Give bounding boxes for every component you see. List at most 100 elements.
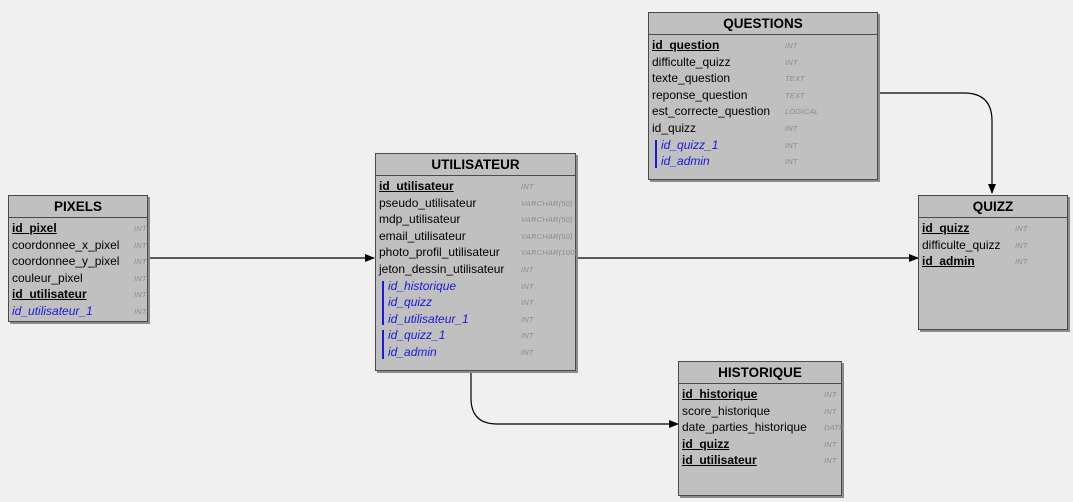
field-row[interactable]: date_parties_historique DATE [682,419,844,436]
field-row[interactable]: id_utilisateur INT [12,286,147,303]
field-name: id_question [652,38,720,52]
field-name: id_historique [682,387,758,401]
field-type: INT [134,306,147,316]
field-type: INT [134,240,147,250]
field-row[interactable]: id_quizz INT [379,294,573,311]
field-row[interactable]: est_correcte_question LOGICAL [652,103,875,120]
field-row[interactable]: difficulte_quizz INT [922,237,1065,254]
field-type: INT [824,456,837,466]
field-row[interactable]: coordonnee_y_pixel INT [12,253,147,270]
field-type: INT [824,406,837,416]
field-name: id_utilisateur [682,453,757,468]
field-name: coordonnee_y_pixel [12,254,120,269]
field-type: INT [785,41,798,50]
field-name: couleur_pixel [12,270,83,285]
relation-utilisateur-historique[interactable] [470,371,679,428]
relation-questions-quizz[interactable] [878,92,996,194]
field-name: difficulte_quizz [922,237,1001,252]
field-name: date_parties_historique [682,420,807,435]
field-name: est_correcte_question [652,104,771,119]
field-row[interactable]: id_utilisateur_1 INT [12,303,147,320]
field-name: email_utilisateur [379,228,466,243]
field-name: id_pixel [12,221,57,235]
field-name: jeton_dessin_utilisateur [379,261,505,276]
field-type: INT [521,298,534,308]
field-type: VARCHAR(50) [521,231,573,241]
field-type: INT [521,331,534,341]
field-row[interactable]: reponse_question TEXT [652,87,875,104]
field-name: mdp_utilisateur [379,212,461,227]
field-name: id_quizz [388,295,433,310]
field-row[interactable]: id_utilisateur INT [682,452,839,469]
field-name: id_quizz [922,221,970,235]
field-row[interactable]: mdp_utilisateur VARCHAR(50) [379,211,573,228]
field-type: INT [1015,240,1028,250]
field-row[interactable]: jeton_dessin_utilisateur INT [379,261,573,278]
field-row[interactable]: id_historique INT [682,386,839,403]
field-type: INT [1015,257,1028,267]
field-name: id_utilisateur [12,287,87,302]
field-type: DATE [824,423,845,433]
field-type: INT [521,182,534,191]
field-row[interactable]: id_question INT [652,37,875,54]
field-type: INT [134,257,147,267]
entity-questions[interactable]: QUESTIONS id_question INT difficulte_quizz… [648,12,878,180]
entity-title: PIXELS [9,196,147,218]
field-type: TEXT [785,90,805,100]
field-name: id_utilisateur [379,179,454,193]
field-row[interactable]: photo_profil_utilisateur VARCHAR(100) [379,244,577,261]
field-type: LOGICAL [785,107,819,117]
field-name: coordonnee_x_pixel [12,237,120,252]
field-name: score_historique [682,403,771,418]
field-name: pseudo_utilisateur [379,195,477,210]
entity-title: QUIZZ [919,196,1067,218]
field-row[interactable]: email_utilisateur VARCHAR(50) [379,228,573,245]
field-type: INT [824,390,837,399]
field-row[interactable]: id_utilisateur INT [379,178,573,195]
field-name: difficulte_quizz [652,54,731,69]
field-row[interactable]: coordonnee_x_pixel INT [12,237,147,254]
field-row[interactable]: id_pixel INT [12,220,147,237]
field-row[interactable]: score_historique INT [682,403,839,420]
entity-title: HISTORIQUE [679,362,841,384]
field-name: photo_profil_utilisateur [379,245,500,260]
entity-title: UTILISATEUR [376,154,575,176]
field-type: TEXT [785,74,805,84]
field-name: texte_question [652,71,731,86]
field-name: id_utilisateur_1 [12,303,93,318]
field-type: INT [134,224,147,233]
field-type: INT [134,290,147,300]
entity-title: QUESTIONS [649,13,877,35]
field-type: INT [521,281,534,291]
field-type: INT [521,314,534,324]
field-name: id_historique [388,278,457,293]
field-name: reponse_question [652,87,748,102]
field-row[interactable]: id_historique INT [379,278,573,295]
field-type: INT [521,264,534,274]
field-name: id_admin [388,344,437,359]
field-type: VARCHAR(50) [521,215,573,225]
field-row[interactable]: texte_question TEXT [652,70,875,87]
field-type: VARCHAR(100) [521,248,578,258]
